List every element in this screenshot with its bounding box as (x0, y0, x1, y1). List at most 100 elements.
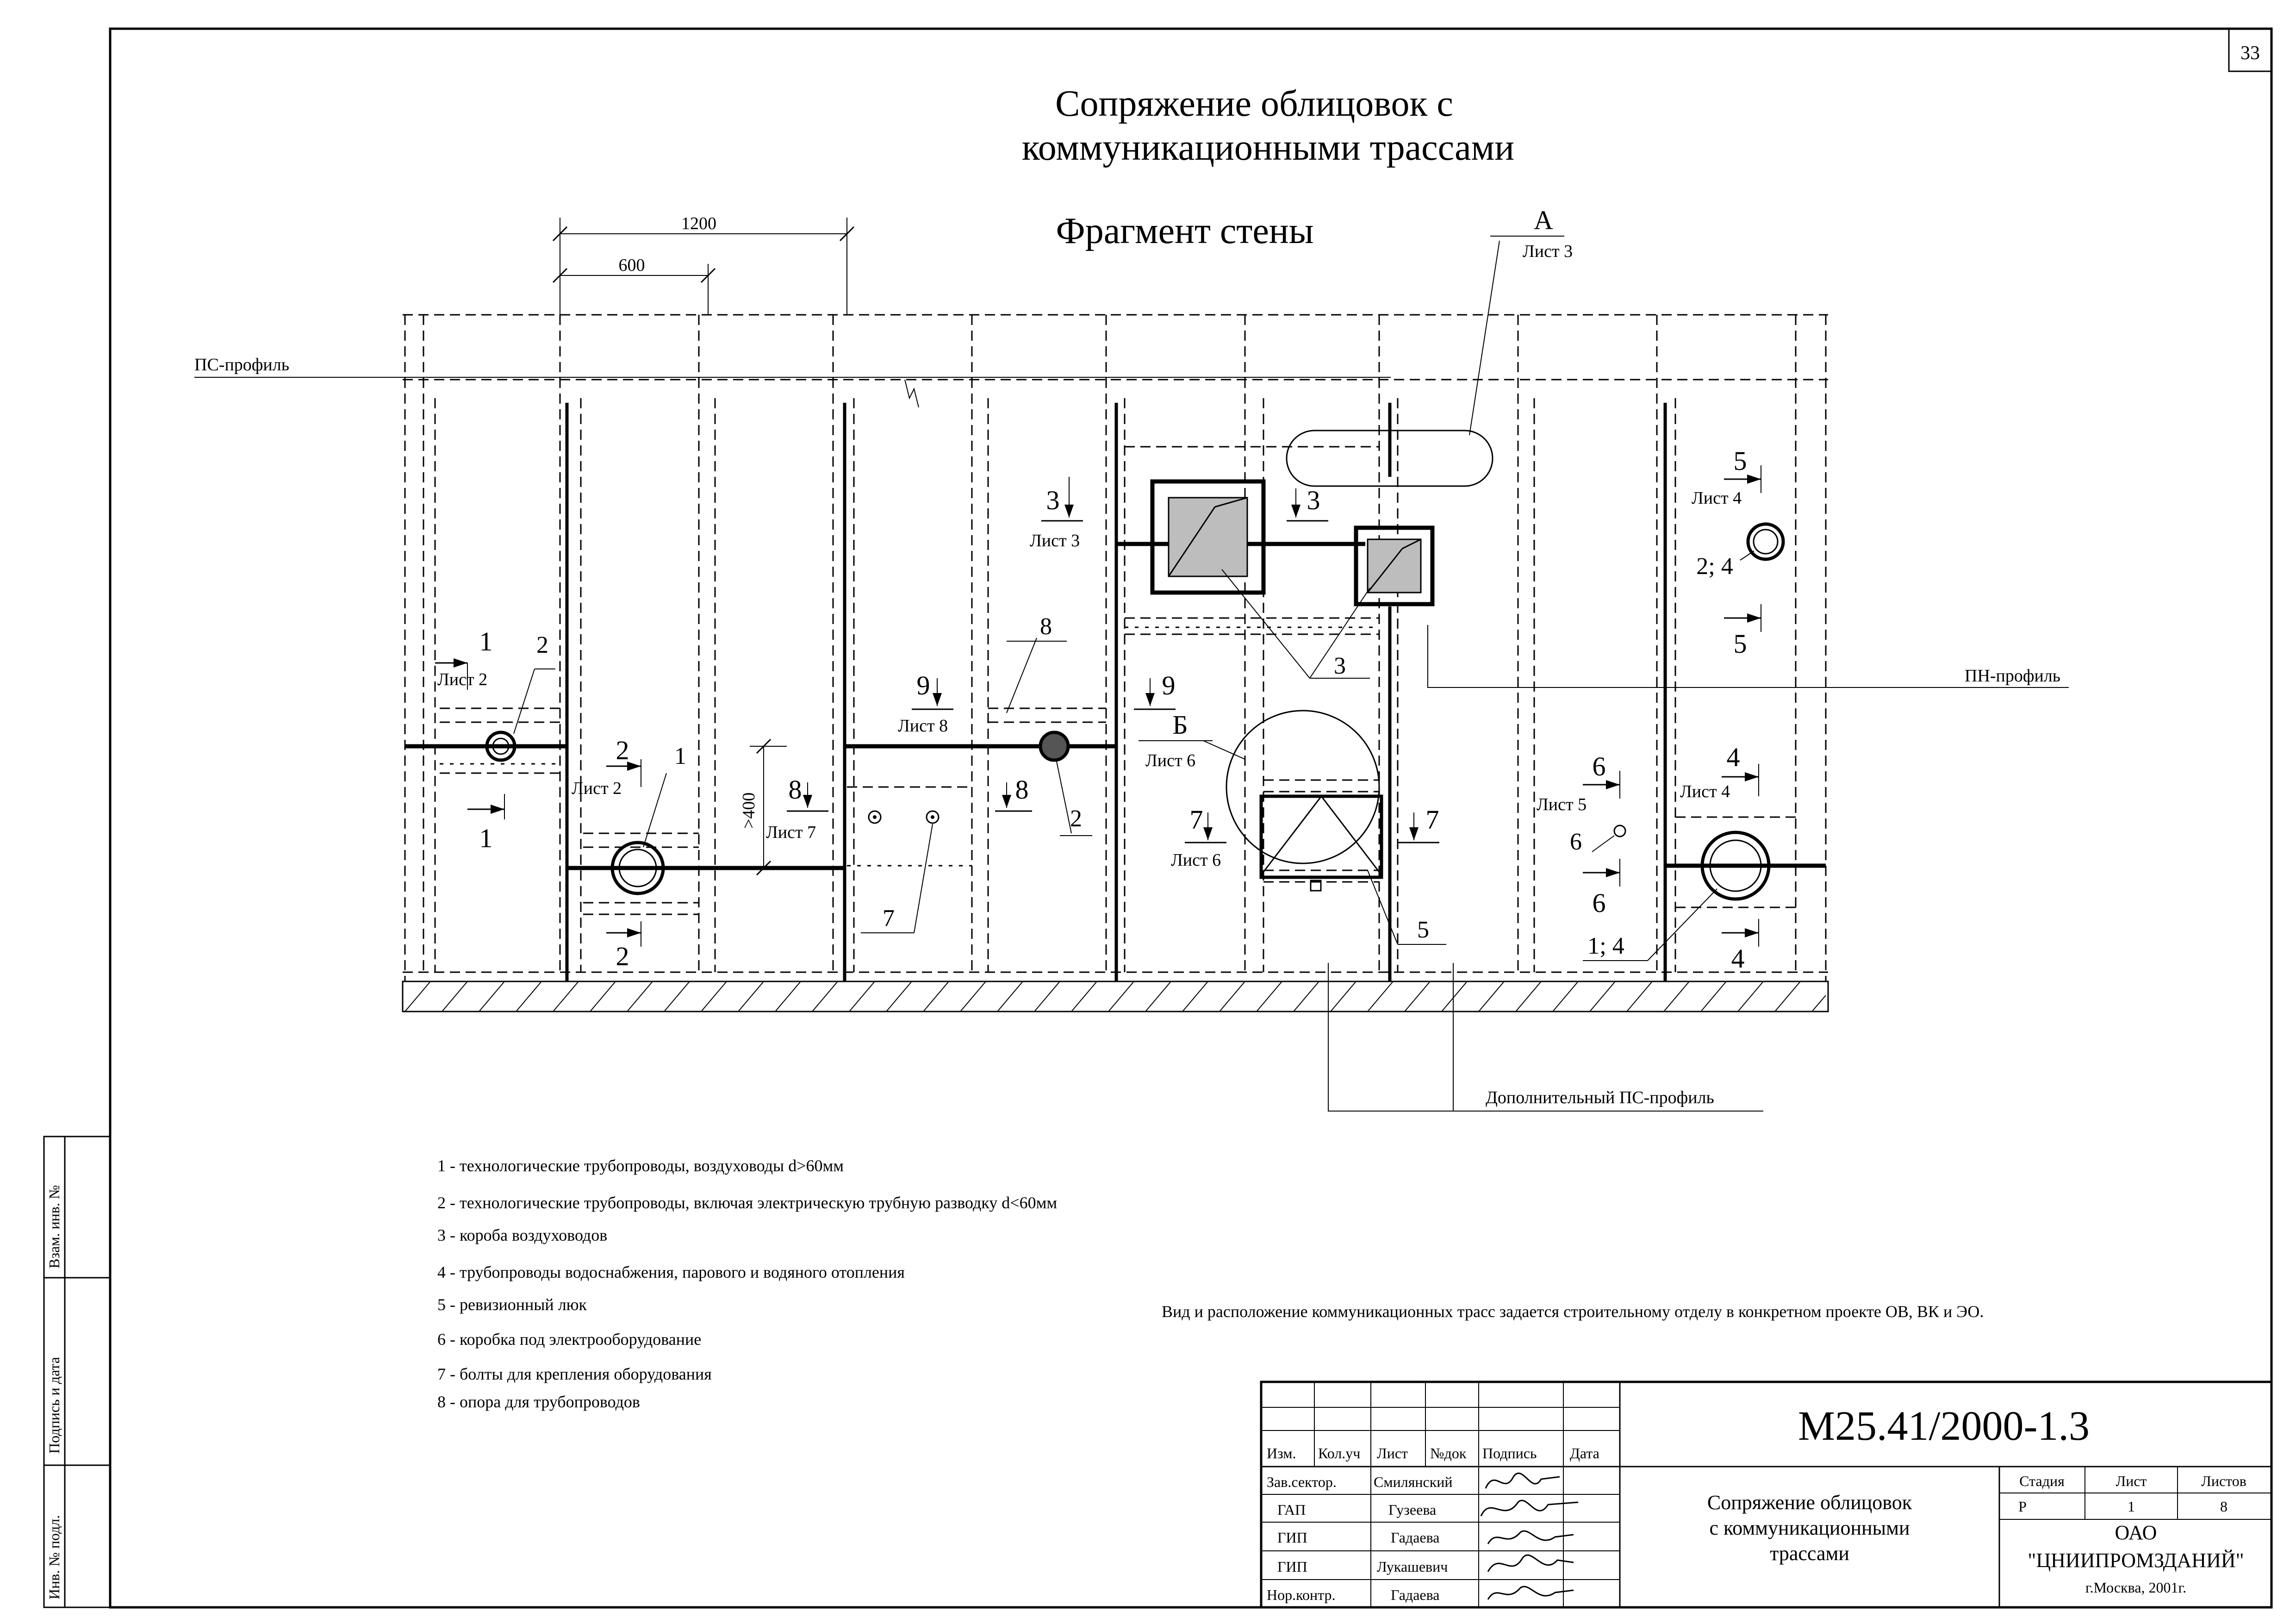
section-2-top: 2 Лист 2 (572, 735, 641, 798)
section-6-bottom-num: 6 (1593, 888, 1606, 918)
pipe-center (1039, 731, 1070, 762)
section-9-left-num: 9 (917, 670, 930, 700)
legend: 1 - технологические трубопроводы, воздух… (437, 1156, 1057, 1411)
pipe-large-left (610, 841, 665, 895)
section-4-top-num: 4 (1727, 742, 1740, 772)
callout-24-label: 2; 4 (1696, 553, 1733, 580)
section-3-left: 3 Лист 3 (1030, 477, 1083, 550)
section-9-right-num: 9 (1162, 670, 1176, 700)
profile-pn-label: ПН-профиль (1965, 666, 2060, 686)
callout-2-left-label: 2 (536, 632, 548, 658)
sheet-number-box (2228, 28, 2272, 72)
dim-1200-label: 1200 (681, 214, 716, 233)
sheet-number: 33 (2240, 43, 2260, 64)
section-6-top-sheet: Лист 5 (1537, 795, 1587, 814)
legend-item-4: 4 - трубопроводы водоснабжения, парового… (437, 1263, 905, 1281)
callout-3: 3 (1221, 569, 1370, 679)
callout-2-left: 2 (513, 632, 555, 734)
title-line1: Сопряжение облицовок с (1055, 83, 1453, 124)
stamp-doc-title-1: Сопряжение облицовок (1707, 1491, 1912, 1514)
stamp-org1: ОАО (2115, 1521, 2157, 1544)
stamp-name-2: Гузеева (1388, 1501, 1436, 1518)
section-6-top-num: 6 (1593, 751, 1606, 781)
section-9-left: 9 Лист 8 (898, 670, 953, 736)
section-5-bottom: 5 (1724, 604, 1761, 659)
section-5-top-sheet: Лист 4 (1692, 488, 1742, 508)
section-7-left-num: 7 (1190, 805, 1203, 835)
section-5-top-num: 5 (1734, 446, 1747, 476)
stamp-h-kolych: Кол.уч (1318, 1445, 1360, 1462)
duct-box-large (1150, 479, 1266, 595)
callout-2-center-label: 2 (1070, 806, 1082, 832)
sheet-frame (109, 27, 2273, 1609)
section-9-right: 9 (1134, 670, 1176, 710)
section-6-bottom: 6 (1583, 859, 1620, 918)
stamp-name-1: Смилянский (1374, 1474, 1453, 1490)
dim-400-label: >400 (739, 793, 759, 829)
profile-extra-label: Дополнительный ПС-профиль (1486, 1088, 1714, 1107)
section-4-bottom: 4 (1722, 919, 1759, 974)
stamp-city: г.Москва, 2001г. (2085, 1579, 2186, 1596)
view-b-letter: Б (1172, 710, 1188, 740)
section-2-top-sheet: Лист 2 (572, 779, 622, 798)
crossbars (440, 446, 1796, 915)
stamp-sheets: 8 (2220, 1498, 2228, 1515)
legend-item-6: 6 - коробка под электрооборудование (437, 1330, 701, 1349)
stamp-name-3: Гадаева (1391, 1529, 1439, 1546)
section-8-left-sheet: Лист 7 (766, 823, 816, 842)
stamp-role-3: ГИП (1277, 1529, 1307, 1546)
section-8-right: 8 (995, 775, 1032, 812)
stamp-h-ndoc: №док (1430, 1445, 1467, 1462)
view-b-sheet: Лист 6 (1145, 751, 1195, 770)
callout-3-label: 3 (1334, 653, 1346, 679)
view-b-marker: Б Лист 6 (1139, 710, 1245, 770)
section-2-bottom: 2 (606, 921, 641, 971)
stamp-role-2: ГАП (1277, 1501, 1306, 1518)
dim-600-label: 600 (619, 256, 645, 275)
section-2-bottom-num: 2 (616, 941, 629, 971)
view-a-sheet: Лист 3 (1523, 242, 1573, 261)
section-3-left-sheet: Лист 3 (1030, 531, 1080, 550)
dimension-600: 600 (552, 256, 716, 315)
stamp-role-5: Нор.контр. (1267, 1587, 1336, 1603)
stamp-h-data: Дата (1570, 1445, 1599, 1462)
signatures (1480, 1473, 1579, 1600)
callout-6: 6 (1570, 829, 1615, 855)
callout-8-label: 8 (1040, 613, 1052, 640)
section-1-top-sheet: Лист 2 (437, 670, 487, 689)
stamp-h-podpis: Подпись (1482, 1445, 1537, 1462)
section-4-top-sheet: Лист 4 (1680, 782, 1730, 801)
fragment-title: Фрагмент стены (1056, 211, 1314, 251)
callout-6-label: 6 (1570, 829, 1582, 855)
section-7-left: 7 Лист 6 (1171, 805, 1226, 870)
title-line2: коммуникационными трассами (1022, 127, 1514, 168)
stamp-doc-title-2: с коммуникационными (1710, 1517, 1910, 1539)
section-9-left-sheet: Лист 8 (898, 716, 948, 736)
callout-14-label: 1; 4 (1587, 933, 1624, 959)
section-5-top: 5 Лист 4 (1692, 446, 1761, 508)
wall-studs-solid (565, 403, 1667, 981)
stamp-sheets-label: Листов (2201, 1473, 2246, 1489)
section-5-bottom-num: 5 (1734, 629, 1747, 659)
general-note: Вид и расположение коммуникационных трас… (1162, 1302, 1984, 1321)
wall-fragment (402, 314, 1829, 1012)
side-stamp-inv: Инв. № подл. (46, 1515, 62, 1599)
section-3-right-num: 3 (1307, 485, 1320, 515)
pipe-24 (1746, 522, 1785, 561)
wall-studs-dashed (423, 315, 1797, 972)
profile-ps-label: ПС-профиль (194, 355, 289, 375)
section-3-left-num: 3 (1046, 485, 1060, 515)
stamp-stage-label: Стадия (2019, 1473, 2065, 1489)
electrical-box (1613, 824, 1626, 837)
callout-5-label: 5 (1417, 917, 1429, 943)
duct-box-small (1354, 525, 1435, 606)
bolts (868, 810, 940, 824)
section-3-right: 3 (1287, 485, 1328, 522)
callout-7-label: 7 (883, 905, 895, 931)
pipe-small-left (485, 731, 516, 762)
section-4-bottom-num: 4 (1731, 943, 1745, 974)
section-7-left-sheet: Лист 6 (1171, 850, 1221, 870)
side-stamp: Взам. инв. № Подпись и дата Инв. № подл. (43, 1136, 111, 1608)
section-7-right: 7 (1398, 805, 1439, 843)
